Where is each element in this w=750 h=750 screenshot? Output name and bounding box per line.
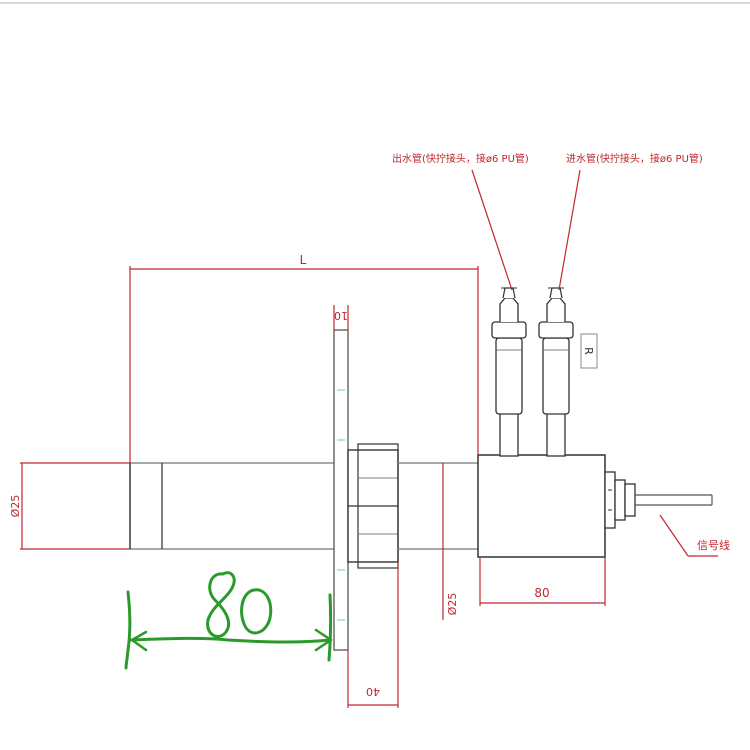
probe-tube — [129, 462, 335, 550]
dimension-dia-left: Ø25 — [9, 462, 130, 550]
connecting-shaft — [398, 462, 478, 550]
dimension-dia-left-label: Ø25 — [9, 495, 22, 518]
hand-arrow-head-right — [314, 628, 333, 652]
signal-callout-text: 信号线 — [697, 538, 730, 552]
dimension-flange-top-label: 10 — [334, 309, 348, 322]
hand-arrow-head-left — [130, 630, 148, 652]
dimension-flange-bottom-label: 40 — [366, 685, 380, 698]
handwritten-dimension — [124, 571, 333, 670]
dimension-L-label: L — [300, 253, 307, 267]
signal-callout: 信号线 — [659, 514, 730, 557]
dimension-flange-bottom: 40 — [347, 562, 399, 708]
outlet-callout: 出水管(快拧接头，接ø6 PU管) — [392, 152, 529, 291]
flange-plate — [333, 329, 349, 651]
inlet-pipe — [538, 287, 574, 457]
signal-cable — [635, 494, 713, 506]
side-tag: R — [580, 333, 598, 369]
dimension-body-length-label: 80 — [534, 586, 549, 600]
dimension-flange-top: 10 — [333, 305, 349, 330]
sensor-body — [477, 454, 606, 558]
inlet-callout: 进水管(快拧接头，接ø6 PU管) — [558, 152, 703, 291]
dimension-L: L — [129, 253, 479, 463]
hand-tick-left — [124, 590, 132, 670]
hand-tick-right — [327, 593, 333, 662]
dimension-body-length: 80 — [479, 557, 606, 606]
outlet-pipe — [491, 287, 527, 457]
cable-gland — [604, 471, 636, 529]
outlet-callout-text: 出水管(快拧接头，接ø6 PU管) — [392, 152, 529, 165]
dimension-dia-body-label: Ø25 — [446, 593, 459, 616]
hand-arrow-line — [128, 636, 332, 644]
dimension-dia-body: Ø25 — [442, 463, 459, 620]
inlet-callout-text: 进水管(快拧接头，接ø6 PU管) — [566, 152, 703, 165]
hand-digit-0 — [240, 588, 273, 635]
side-tag-text: R — [582, 347, 595, 355]
hand-digit-8 — [206, 571, 236, 638]
fitting-nut — [347, 443, 399, 569]
